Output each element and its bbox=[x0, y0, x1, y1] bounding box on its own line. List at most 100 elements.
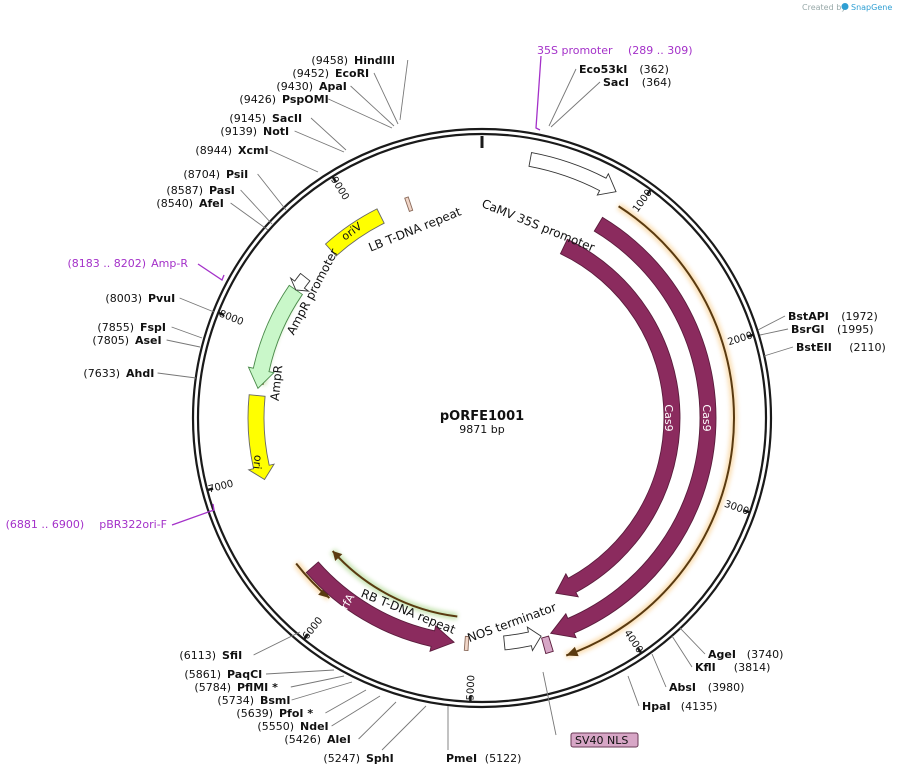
enzyme-site-kfli[interactable]: KflI(3814) bbox=[695, 661, 770, 674]
enzyme-position: (362) bbox=[639, 63, 669, 76]
feature-cas9-outer[interactable] bbox=[549, 216, 717, 639]
primer-range: (6881 .. 6900) bbox=[6, 518, 85, 531]
feature-nos-terminator[interactable] bbox=[503, 626, 542, 652]
feature-ampr-promoter[interactable] bbox=[289, 272, 311, 292]
enzyme-name: AhdI bbox=[126, 367, 154, 380]
primer-name: pBR322ori-F bbox=[99, 518, 167, 531]
enzyme-site-bsrgi[interactable]: BsrGI(1995) bbox=[791, 323, 874, 336]
primer-marker bbox=[197, 263, 225, 281]
enzyme-site-noti[interactable]: NotI(9139) bbox=[220, 125, 289, 138]
tick-mark bbox=[302, 633, 309, 641]
enzyme-name: AseI bbox=[135, 334, 162, 347]
enzyme-site-sfii[interactable]: SfiI(6113) bbox=[179, 649, 242, 662]
enzyme-position: (364) bbox=[642, 76, 672, 89]
enzyme-name: AbsI bbox=[669, 681, 696, 694]
sv40-nls-callout[interactable]: SV40 NLS bbox=[542, 671, 639, 748]
enzyme-position: (7805) bbox=[92, 334, 129, 347]
feature-arrows bbox=[247, 152, 717, 655]
enzyme-site-pvui[interactable]: PvuI(8003) bbox=[105, 292, 175, 305]
enzyme-name: EcoRI bbox=[335, 67, 369, 80]
watermark-prefix: Created by bbox=[802, 3, 846, 12]
enzyme-site-sphi[interactable]: SphI(5247) bbox=[323, 752, 393, 765]
enzyme-position: (5734) bbox=[217, 694, 254, 707]
leaders bbox=[157, 59, 794, 751]
enzyme-site-absi[interactable]: AbsI(3980) bbox=[669, 681, 744, 694]
enzyme-name: PaqCI bbox=[227, 668, 262, 681]
enzyme-site-pmei[interactable]: PmeI (5122) bbox=[446, 752, 521, 765]
feature-cas9-inner[interactable] bbox=[554, 238, 681, 598]
enzyme-site-bsmi[interactable]: BsmI(5734) bbox=[217, 694, 290, 707]
tick-mark bbox=[646, 188, 652, 196]
primer-marker bbox=[171, 503, 215, 526]
enzyme-name: PsiI bbox=[226, 168, 248, 181]
enzyme-leader bbox=[290, 675, 345, 688]
feature-oriv[interactable] bbox=[324, 208, 385, 257]
enzyme-position: (8540) bbox=[156, 197, 193, 210]
enzyme-site-xcmi[interactable]: XcmI(8944) bbox=[195, 144, 268, 157]
enzyme-site-hindiii[interactable]: HindIII(9458) bbox=[311, 54, 395, 67]
enzyme-site-pspomi[interactable]: PspOMI(9426) bbox=[239, 93, 328, 106]
enzyme-site-bsteii[interactable]: BstEII(2110) bbox=[796, 341, 886, 354]
enzyme-position: (9458) bbox=[311, 54, 348, 67]
enzyme-site-agei[interactable]: AgeI(3740) bbox=[708, 648, 783, 661]
tick-label: 7000 bbox=[207, 478, 234, 495]
primer-pbr322ori-f[interactable]: pBR322ori-F (6881 .. 6900) bbox=[6, 503, 215, 531]
enzyme-position: (8944) bbox=[195, 144, 232, 157]
enzyme-site-eco53ki[interactable]: Eco53kI(362) bbox=[579, 63, 669, 76]
enzyme-site-saci[interactable]: SacI(364) bbox=[603, 76, 671, 89]
enzyme-site-bstapi[interactable]: BstAPI(1972) bbox=[788, 310, 878, 323]
enzyme-name: AleI bbox=[327, 733, 351, 746]
enzyme-leader bbox=[358, 701, 397, 740]
enzyme-site-paqci[interactable]: PaqCI(5861) bbox=[184, 668, 262, 681]
enzyme-position: (5122) bbox=[485, 752, 522, 765]
enzyme-site-fspi[interactable]: FspI(7855) bbox=[97, 321, 166, 334]
feature-lb-t-dna-repeat[interactable] bbox=[404, 196, 414, 212]
enzyme-site-pfoi[interactable]: PfoI * (5639) bbox=[236, 707, 313, 720]
enzyme-site-pasi[interactable]: PasI (8587) bbox=[166, 184, 234, 197]
enzyme-site-apai[interactable]: ApaI(9430) bbox=[276, 80, 346, 93]
enzyme-site-afei[interactable]: AfeI(8540) bbox=[156, 197, 223, 210]
enzyme-site-alei[interactable]: AleI(5426) bbox=[284, 733, 350, 746]
enzyme-site-asei[interactable]: AseI (7805) bbox=[92, 334, 161, 347]
feature-trfa[interactable] bbox=[305, 561, 455, 652]
enzyme-position: (7855) bbox=[97, 321, 134, 334]
primer-35s-promoter[interactable]: 35S promoter(289 .. 309) bbox=[535, 44, 693, 131]
orf-line bbox=[565, 205, 735, 657]
enzyme-name: BstEII bbox=[796, 341, 832, 354]
enzyme-leader bbox=[759, 328, 789, 336]
enzyme-position: (5550) bbox=[257, 720, 294, 733]
tick-mark bbox=[636, 647, 643, 654]
enzyme-position: (5639) bbox=[236, 707, 273, 720]
feature-rb-t-dna-repeat[interactable] bbox=[463, 635, 470, 652]
feature-ampr[interactable] bbox=[247, 284, 304, 390]
feature-ori[interactable] bbox=[247, 394, 276, 481]
tick-mark bbox=[217, 311, 225, 317]
enzyme-name: PmeI bbox=[446, 752, 477, 765]
enzyme-site-ahdi[interactable]: AhdI(7633) bbox=[83, 367, 154, 380]
tick-label: 3000 bbox=[723, 499, 751, 518]
enzyme-name: PasI bbox=[209, 184, 235, 197]
enzyme-leader bbox=[325, 689, 367, 714]
feature-camv-35s-promoter[interactable] bbox=[528, 152, 617, 196]
enzyme-leader bbox=[550, 81, 601, 128]
enzyme-site-ndei[interactable]: NdeI(5550) bbox=[257, 720, 328, 733]
enzyme-site-pflmi[interactable]: PflMI * (5784) bbox=[194, 681, 278, 694]
enzyme-name: PfoI * bbox=[279, 707, 313, 720]
backbone-inner-circle bbox=[196, 132, 768, 704]
primer-amp-r[interactable]: Amp-R(8183 .. 8202) bbox=[67, 257, 225, 281]
enzyme-position: (9139) bbox=[220, 125, 257, 138]
plasmid-length: 9871 bp bbox=[459, 423, 504, 436]
orf-arrowhead bbox=[566, 646, 579, 657]
enzyme-name: PflMI * bbox=[237, 681, 278, 694]
enzyme-position: (5784) bbox=[194, 681, 231, 694]
snapgene-logo-icon bbox=[841, 3, 849, 10]
enzyme-position: (8587) bbox=[166, 184, 203, 197]
enzyme-site-ecori[interactable]: EcoRI(9452) bbox=[292, 67, 369, 80]
enzyme-site-sacii[interactable]: SacII(9145) bbox=[229, 112, 302, 125]
feature-sv40-nls[interactable] bbox=[541, 635, 554, 655]
enzyme-site-psii[interactable]: PsiI(8704) bbox=[183, 168, 248, 181]
enzyme-leader bbox=[627, 675, 640, 707]
enzyme-leader bbox=[157, 372, 197, 379]
enzyme-name: PvuI bbox=[148, 292, 175, 305]
enzyme-site-hpai[interactable]: HpaI(4135) bbox=[642, 700, 717, 713]
